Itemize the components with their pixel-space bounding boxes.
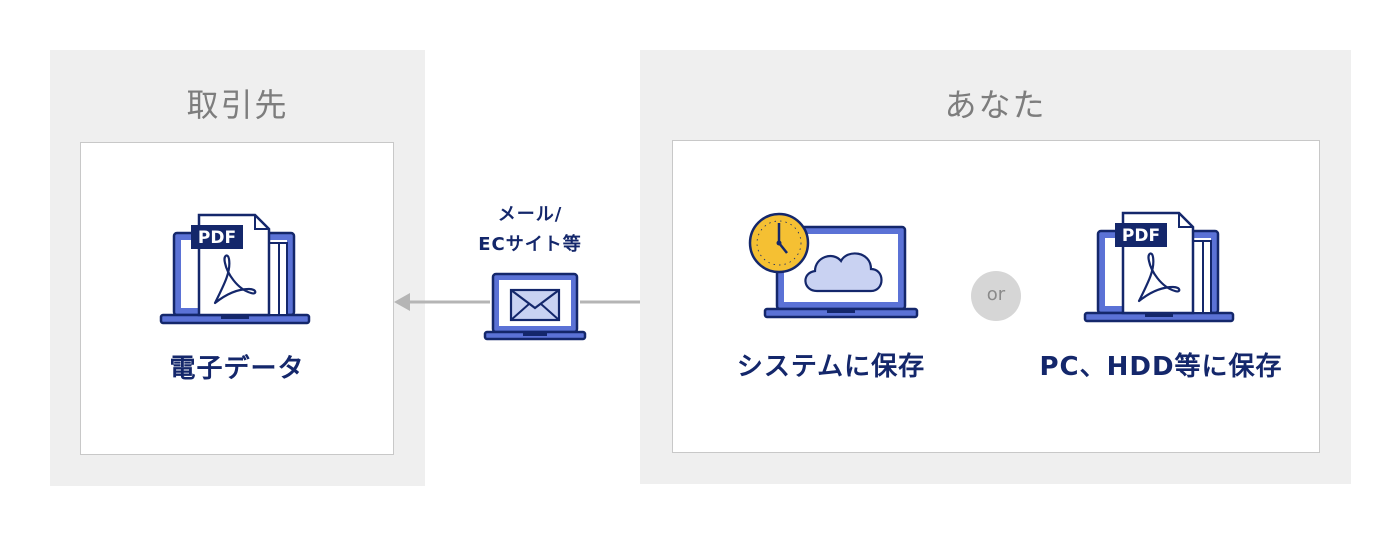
connector-line1: メール/: [497, 204, 563, 225]
electronic-data-label: 電子データ: [169, 354, 305, 384]
pdf-badge-text-right: PDF: [1122, 226, 1160, 246]
laptop-mail-icon: [483, 272, 587, 341]
connector-label: メール/ ECサイト等: [455, 200, 605, 260]
or-badge: or: [971, 271, 1021, 321]
connector-line2: ECサイト等: [478, 234, 582, 255]
you-title: あなた: [944, 86, 1047, 124]
laptop-cloud-clock-icon: [748, 212, 919, 319]
you-inner-box: システムに保存 or PDF PC、HDD等に保存: [672, 140, 1320, 453]
laptop-pdf-icon: PDF: [159, 213, 311, 325]
pc-hdd-save-label: PC、HDD等に保存: [1039, 352, 1283, 382]
partner-inner-box: PDF 電子データ: [80, 142, 394, 455]
laptop-pdf-icon-right: PDF: [1083, 211, 1235, 323]
partner-panel: 取引先 PDF 電子データ: [50, 50, 425, 486]
pdf-badge-text: PDF: [198, 228, 236, 248]
system-save-label: システムに保存: [736, 352, 926, 382]
you-panel: あなた システムに保存 or: [640, 50, 1351, 484]
partner-title: 取引先: [186, 86, 289, 124]
